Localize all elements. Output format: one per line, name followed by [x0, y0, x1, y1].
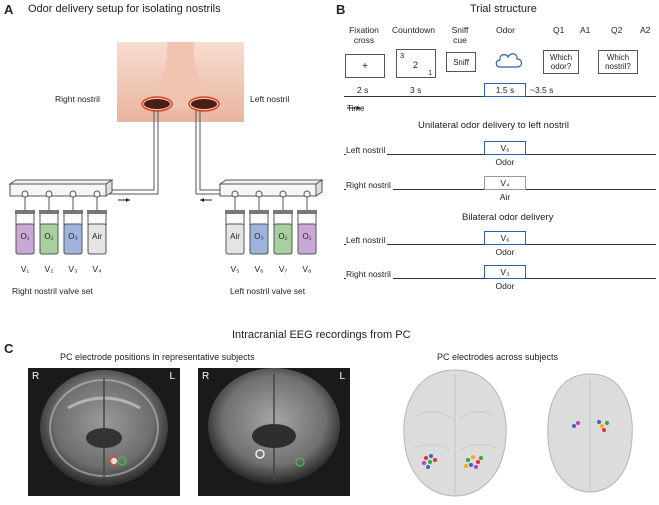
left-vial-label: O₂ [278, 232, 288, 241]
scan1-label-r: R [32, 371, 40, 382]
odor-duration-box: 1.5 s [484, 83, 526, 97]
right-nostril-label: Right nostril [55, 94, 100, 104]
delivery-row-valve: V₃ [484, 265, 526, 279]
phase-countdown: Countdown [392, 25, 436, 35]
phase-q2: Q2 [611, 25, 623, 35]
left-valve-label: V₅ [230, 264, 240, 274]
left-vial-4: O₁ V₈ [296, 188, 318, 278]
sniff-box: Sniff [446, 52, 476, 72]
phase-odor: Odor [496, 25, 515, 35]
delivery-row-caption: Odor [495, 247, 515, 257]
electrode-cluster-right [422, 454, 437, 469]
left-nostril-label: Left nostril [250, 94, 290, 104]
right-vial-label: Air [92, 232, 102, 241]
timing-countdown: 3 s [410, 85, 422, 95]
timing-response: ~3.5 s [530, 85, 554, 95]
countdown-3: 3 [400, 51, 405, 60]
electrode-cluster-left [464, 455, 483, 469]
panel-letter-a: A [4, 2, 14, 17]
panel-a-title: Odor delivery setup for isolating nostri… [28, 3, 221, 15]
which-odor-box: Which odor? [543, 50, 579, 74]
delivery-row-nostril: Right nostril [346, 180, 393, 190]
left-valve-label: V₆ [254, 264, 264, 274]
left-valve-label: V₈ [302, 264, 312, 274]
which-nostril-box: Which nostril? [598, 50, 638, 74]
scan1-label-l: L [169, 371, 175, 382]
phase-a1: A1 [580, 25, 591, 35]
left-valve-set-label: Left nostril valve set [230, 286, 306, 296]
panel-c-right-subtitle: PC electrodes across subjects [437, 352, 559, 362]
right-vial-label: O₂ [44, 232, 54, 241]
delivery-row-caption: Odor [495, 281, 515, 291]
time-label: Time [347, 104, 365, 113]
right-valve-label: V₁ [20, 264, 30, 274]
tubing-diagram [8, 110, 324, 202]
right-valve-label: V₃ [68, 264, 78, 274]
right-manifold [8, 179, 114, 197]
time-arrow-icon [347, 98, 363, 116]
right-valve-label: V₂ [44, 264, 54, 274]
phase-sniff: Sniff cue [451, 25, 469, 45]
panel-b-title: Trial structure [470, 3, 537, 15]
left-vial-label: O₁ [302, 232, 312, 241]
mri-scan-coronal-1: R L [28, 368, 180, 496]
delivery-row-nostril: Left nostril [346, 145, 388, 155]
right-valve-label: V₄ [92, 264, 102, 274]
phase-a2: A2 [640, 25, 651, 35]
countdown-1: 1 [428, 68, 433, 77]
timing-fixation: 2 s [357, 85, 369, 95]
bilateral-title: Bilateral odor delivery [462, 212, 554, 223]
delivery-row-caption: Air [499, 192, 511, 202]
left-valve-label: V₇ [278, 264, 288, 274]
scan2-label-l: L [339, 371, 345, 382]
countdown-box: 3 2 1 [396, 49, 436, 78]
phase-fixation: Fixation cross [349, 25, 379, 45]
right-vial-2: O₂ V₂ [38, 188, 60, 278]
right-valve-set-label: Right nostril valve set [12, 286, 93, 296]
left-manifold [218, 179, 324, 197]
left-vial-label: Air [230, 232, 240, 241]
nose-icon [117, 42, 244, 122]
countdown-2: 2 [413, 60, 419, 70]
left-vial-2: O₃ V₆ [248, 188, 270, 278]
right-vial-label: O₁ [20, 232, 30, 241]
nose-illustration [117, 42, 244, 122]
odor-cloud-icon [494, 50, 524, 72]
glass-brain-posterior-view [540, 368, 640, 498]
glass-brain-top-view [396, 366, 514, 500]
mri-scan-coronal-2: R L [198, 368, 350, 496]
electrode-cluster-posterior [572, 420, 609, 432]
unilateral-title: Unilateral odor delivery to left nostril [418, 120, 570, 131]
delivery-row-nostril: Right nostril [346, 269, 393, 279]
phase-q1: Q1 [553, 25, 565, 35]
delivery-row-nostril: Left nostril [346, 235, 388, 245]
left-vial-label: O₃ [254, 232, 264, 241]
fixation-box: + [345, 54, 385, 78]
panel-letter-c: C [4, 341, 14, 356]
right-vial-1: O₁ V₁ [14, 188, 36, 278]
delivery-row-caption: Odor [495, 157, 515, 167]
panel-c-title: Intracranial EEG recordings from PC [232, 329, 411, 341]
panel-letter-b: B [336, 2, 346, 17]
delivery-row-valve: V₆ [484, 141, 526, 155]
delivery-row-valve: V₆ [484, 231, 526, 245]
right-vial-label: O₃ [68, 232, 78, 241]
panel-c-left-subtitle: PC electrode positions in representative… [60, 352, 255, 362]
scan2-label-r: R [202, 371, 210, 382]
right-vial-3: O₃ V₃ [62, 188, 84, 278]
left-vial-3: O₂ V₇ [272, 188, 294, 278]
delivery-row-valve: V₄ [484, 176, 526, 190]
